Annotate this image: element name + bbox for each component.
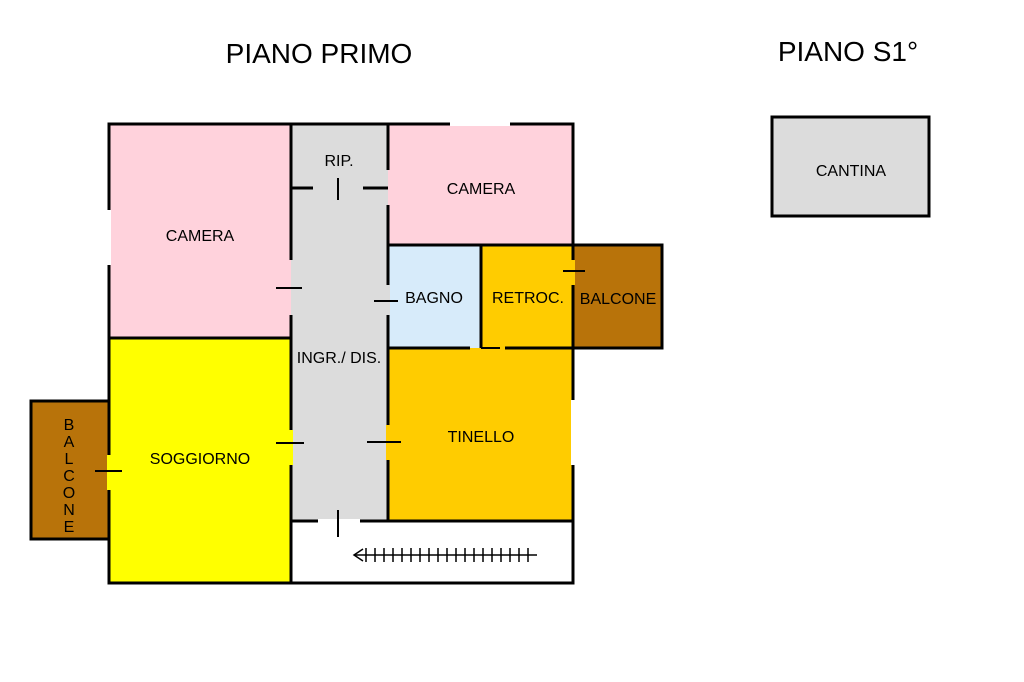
label-camera-right: CAMERA: [447, 181, 516, 198]
label-balcone-right: BALCONE: [580, 291, 656, 308]
balcone-left-letter: C: [63, 468, 75, 485]
balcone-left-letter: E: [64, 519, 75, 536]
label-ingresso: INGR./ DIS.: [297, 350, 381, 367]
basement-title: PIANO S1°: [778, 36, 918, 67]
room-camera-right: [388, 124, 573, 245]
balcone-left-letter: L: [65, 451, 74, 468]
label-ripostiglio: RIP.: [324, 153, 353, 170]
room-retrocucina: [481, 245, 573, 348]
stair-area: [291, 521, 573, 583]
room-balcone-right: [573, 245, 662, 348]
balcone-left-letter: A: [64, 434, 75, 451]
label-balcone-left: B A L C O N E: [63, 417, 75, 536]
first-floor-title: PIANO PRIMO: [226, 38, 413, 69]
room-corridor: [291, 124, 388, 521]
balcone-left-letter: O: [63, 485, 75, 502]
label-retrocucina: RETROC.: [492, 290, 564, 307]
label-soggiorno: SOGGIORNO: [150, 451, 250, 468]
stair-arrow-icon: [352, 548, 537, 562]
openings: [107, 122, 575, 523]
room-cantina: [770, 115, 931, 218]
room-bagno: [388, 245, 481, 348]
balcone-left-letter: B: [64, 417, 75, 434]
walls: [29, 122, 664, 585]
door-marks: [95, 178, 585, 537]
label-cantina: CANTINA: [816, 163, 887, 180]
room-soggiorno: [109, 338, 291, 583]
label-camera-left: CAMERA: [166, 228, 235, 245]
room-tinello: [388, 348, 573, 521]
label-tinello: TINELLO: [448, 429, 515, 446]
label-bagno: BAGNO: [405, 290, 463, 307]
room-camera-left: [109, 124, 291, 338]
balcone-left-letter: N: [63, 502, 75, 519]
